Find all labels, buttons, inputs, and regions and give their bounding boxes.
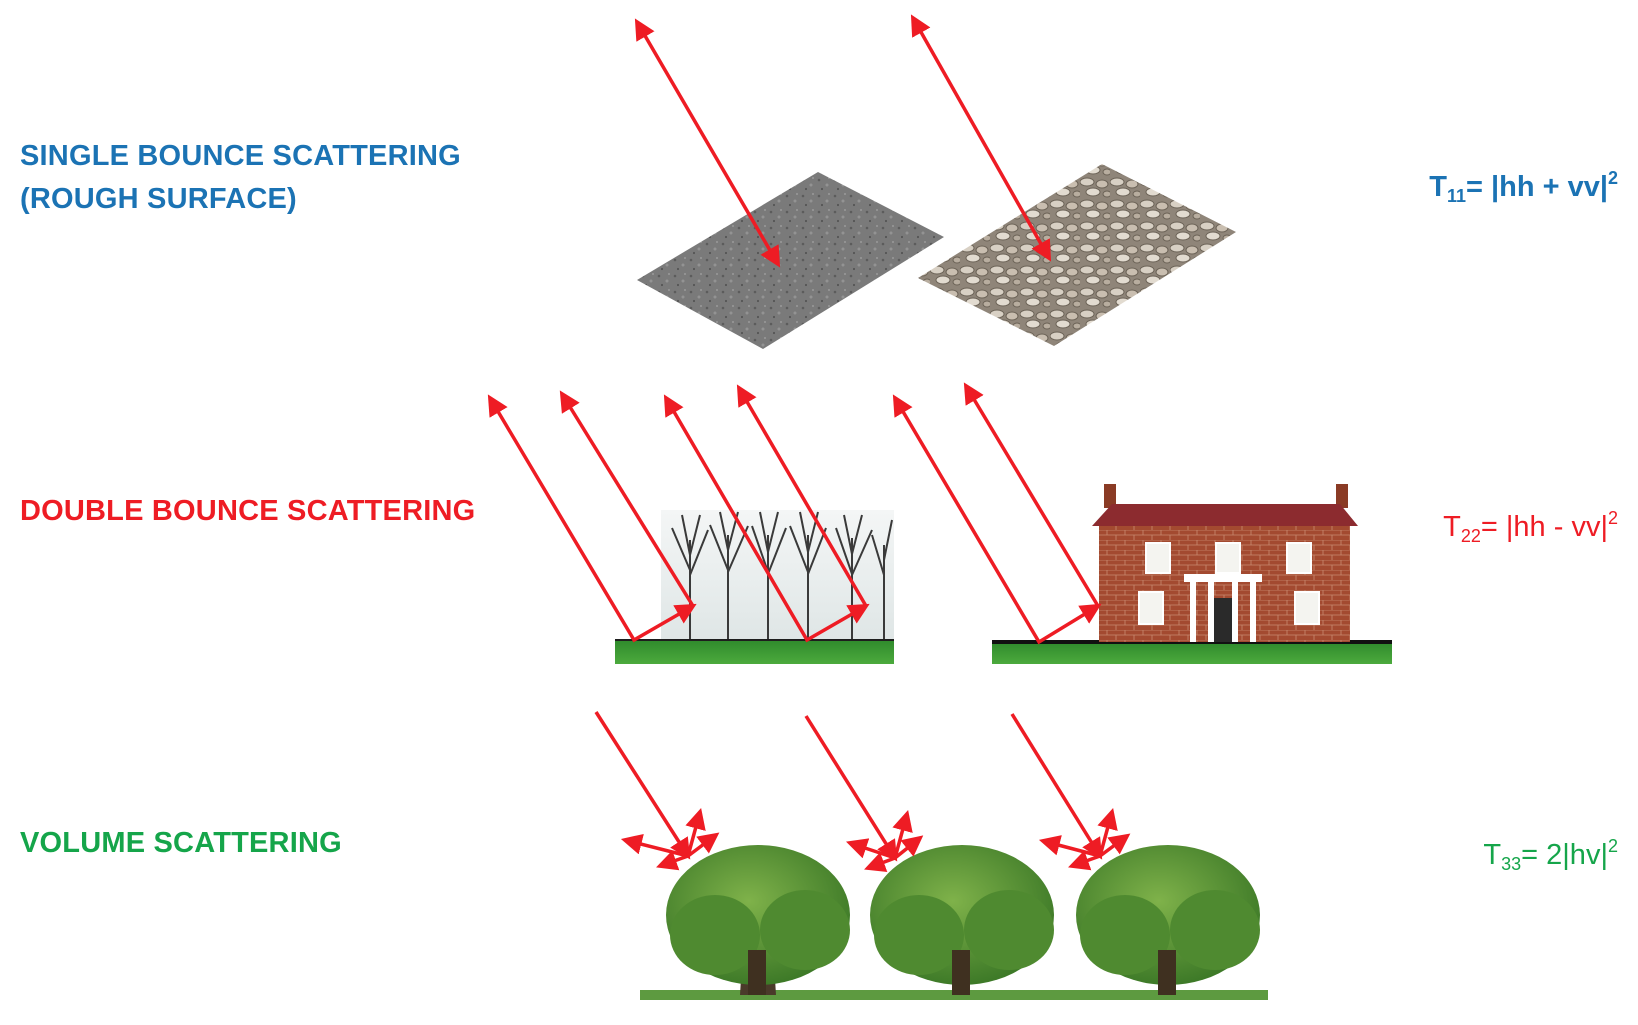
- single-bounce-arrows: [634, 14, 1052, 268]
- formula-t11-sup: 2: [1607, 168, 1618, 188]
- volume-scattering-arrows: [594, 711, 1131, 873]
- formula-t11: T11= |hh + vv|2: [1429, 158, 1618, 216]
- formula-t33-sup: 2: [1607, 836, 1618, 856]
- formula-t33: T33= 2|hv|2: [1483, 826, 1618, 884]
- formula-t11-expr: = |hh + vv|: [1466, 171, 1608, 203]
- single-bounce-label: SINGLE BOUNCE SCATTERING (ROUGH SURFACE): [20, 135, 461, 221]
- single-bounce-title: SINGLE BOUNCE SCATTERING: [20, 140, 461, 172]
- single-bounce-subtitle: (ROUGH SURFACE): [20, 183, 297, 215]
- oak-tree: [870, 845, 1054, 995]
- double-bounce-arrows: [487, 382, 1102, 645]
- formula-t33-sub: 33: [1501, 854, 1522, 874]
- formula-t11-symbol: T: [1429, 171, 1447, 203]
- formula-t22-sup: 2: [1607, 508, 1618, 528]
- bare-tree: [871, 519, 893, 640]
- formula-t33-expr: = 2|hv|: [1521, 839, 1608, 871]
- rough-surface-gravel: [637, 172, 944, 349]
- formula-t22: T22= |hh - vv|2: [1443, 498, 1618, 556]
- formula-t22-symbol: T: [1443, 511, 1461, 543]
- oak-tree: [1076, 845, 1260, 995]
- formula-t11-sub: 11: [1446, 186, 1467, 206]
- brick-house-scene: [992, 484, 1392, 664]
- formula-t22-sub: 22: [1460, 526, 1481, 546]
- volume-scattering-label: VOLUME SCATTERING: [20, 827, 342, 859]
- double-bounce-label: DOUBLE BOUNCE SCATTERING: [20, 495, 476, 527]
- oak-tree: [666, 845, 850, 995]
- tree-row-scene: [615, 510, 894, 664]
- rough-surface-stones: [918, 164, 1236, 346]
- formula-t22-expr: = |hh - vv|: [1480, 511, 1608, 543]
- oak-tree-scene: [640, 845, 1268, 1000]
- formula-t33-symbol: T: [1483, 839, 1502, 871]
